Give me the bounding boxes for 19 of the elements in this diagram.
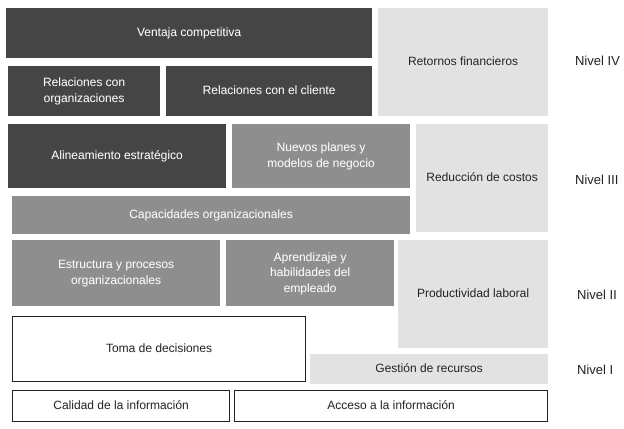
level-label: Nivel IV: [575, 53, 620, 68]
level-label: Nivel II: [577, 287, 617, 302]
level-block: Aprendizaje y habilidades del empleado: [226, 240, 394, 306]
level-block: Acceso a la información: [234, 390, 548, 422]
level-block: Nuevos planes y modelos de negocio: [232, 124, 410, 188]
level-block: Toma de decisiones: [12, 316, 306, 382]
level-block: Relaciones con el cliente: [166, 66, 372, 116]
level-label: Nivel III: [575, 172, 618, 187]
level-block: Capacidades organizacionales: [12, 196, 410, 234]
level-label: Nivel I: [577, 362, 614, 377]
level-block: Gestión de recursos: [310, 354, 548, 384]
level-block: Estructura y procesos organizacionales: [12, 240, 220, 306]
level-block: Retornos financieros: [378, 8, 548, 116]
level-block: Relaciones con organizaciones: [8, 66, 160, 116]
level-block: Reducción de costos: [416, 124, 548, 232]
level-block: Alineamiento estratégico: [8, 124, 226, 188]
level-block: Calidad de la información: [12, 390, 230, 422]
level-block: Ventaja competitiva: [6, 8, 372, 58]
level-block: Productividad laboral: [398, 240, 548, 348]
